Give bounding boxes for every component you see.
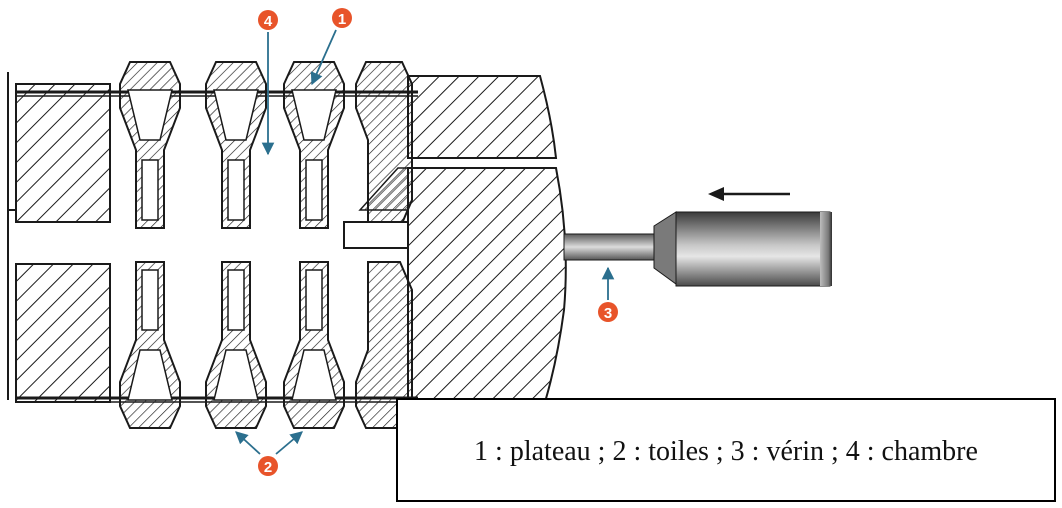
legend-box: 1 : plateau ; 2 : toiles ; 3 : vérin ; 4… <box>396 398 1056 502</box>
svg-text:3: 3 <box>604 305 612 322</box>
svg-text:2: 2 <box>264 459 272 476</box>
callout-badge-4: 4 <box>258 10 278 30</box>
fixed-head-plate <box>7 72 111 403</box>
movement-direction-arrow <box>708 187 790 201</box>
callout-arrows <box>235 29 615 455</box>
callout-badge-3: 3 <box>598 302 618 322</box>
svg-text:4: 4 <box>264 13 273 30</box>
callout-badge-2: 2 <box>258 456 278 476</box>
filter-plates-bottom <box>119 261 413 429</box>
callout-badge-1: 1 <box>332 8 352 28</box>
legend-text: 1 : plateau ; 2 : toiles ; 3 : vérin ; 4… <box>474 436 978 467</box>
moving-head <box>343 75 567 419</box>
svg-text:1: 1 <box>338 11 346 28</box>
hydraulic-cylinder <box>563 211 832 287</box>
